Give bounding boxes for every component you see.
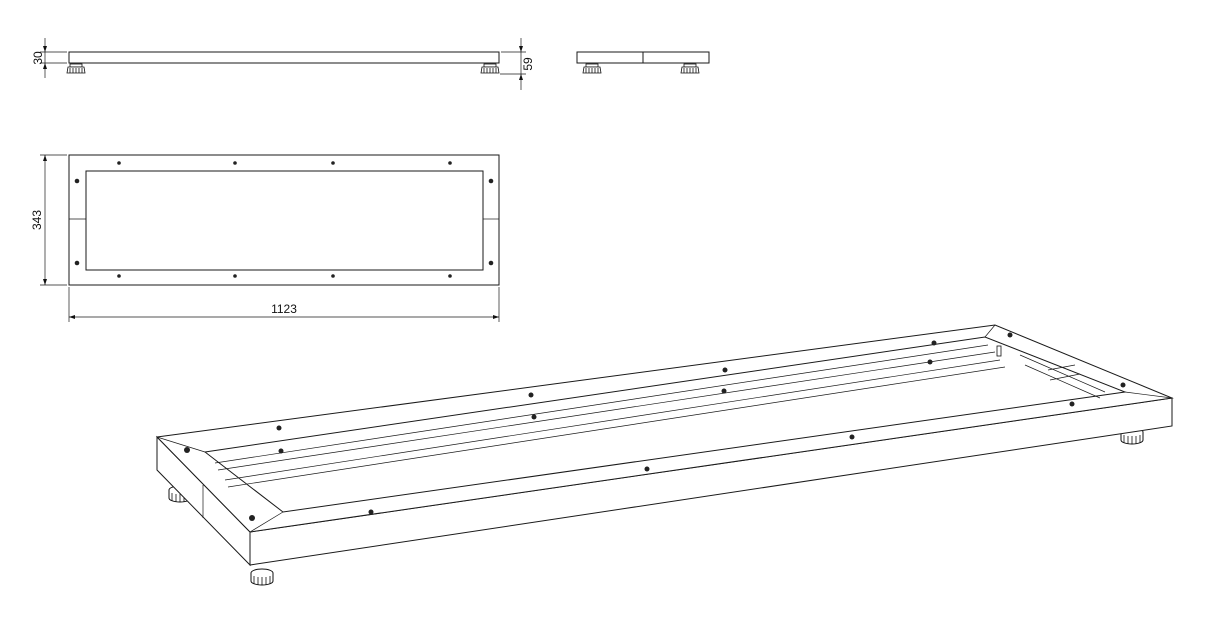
- dimension-30: 30: [31, 38, 67, 78]
- foot-icon: [582, 63, 602, 74]
- foot-icon: [250, 568, 274, 586]
- foot-icon: [66, 63, 86, 74]
- front-view: 30 59: [31, 38, 535, 90]
- isometric-view: [155, 324, 1174, 586]
- dimension-343: 343: [30, 154, 67, 286]
- dimension-1123: 1123: [68, 287, 500, 322]
- mounting-holes: [74, 161, 494, 278]
- plan-view: 343 1123: [30, 154, 500, 322]
- front-view-frame: [68, 51, 500, 64]
- dimension-label: 59: [521, 57, 535, 71]
- mounting-holes: [184, 332, 1126, 521]
- dimension-label: 343: [30, 210, 44, 230]
- dimension-label: 1123: [271, 302, 297, 316]
- dimension-59: 59: [500, 38, 535, 90]
- foot-icon: [480, 63, 500, 74]
- side-view: [576, 51, 710, 74]
- dimension-label: 30: [31, 51, 45, 65]
- foot-icon: [680, 63, 700, 74]
